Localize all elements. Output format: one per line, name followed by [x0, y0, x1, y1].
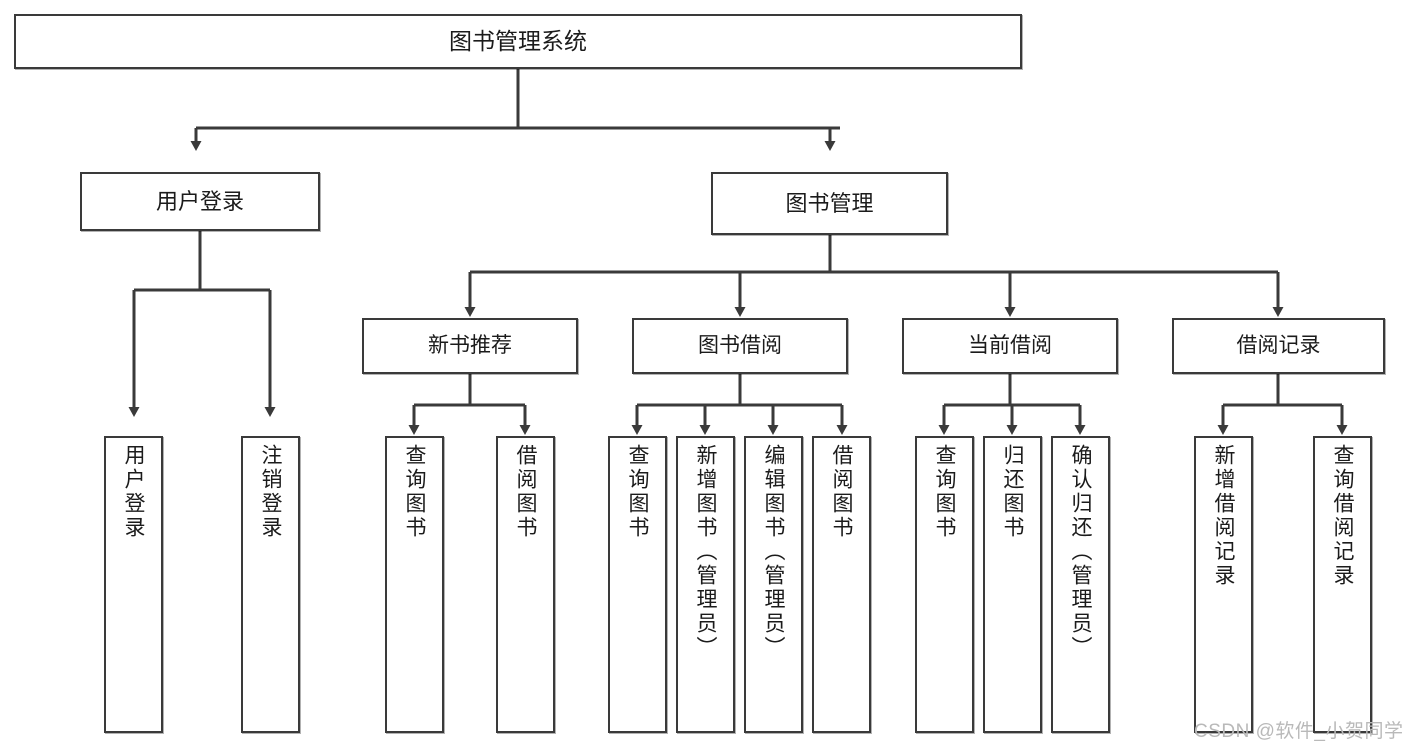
node-root-book-management-system[interactable]: 图书管理系统 [14, 14, 1022, 69]
node-label: 借阅图书 [514, 444, 537, 540]
node-leaf-add-book[interactable]: 新增图书（管理员） [676, 436, 735, 733]
node-label: 查询图书 [933, 444, 956, 540]
node-label: 新增借阅记录 [1212, 444, 1235, 588]
node-leaf-borrow-book-recommend[interactable]: 借阅图书 [496, 436, 555, 733]
node-label: 注销登录 [259, 444, 282, 540]
node-label: 借阅图书 [830, 444, 853, 540]
node-label: 查询借阅记录 [1331, 444, 1354, 588]
node-leaf-return-book[interactable]: 归还图书 [983, 436, 1042, 733]
node-label: 查询图书 [403, 444, 426, 540]
node-label: 用户登录 [122, 444, 145, 540]
node-label: 确认归还（管理员） [1069, 444, 1092, 660]
node-label: 图书管理 [785, 190, 874, 216]
node-leaf-user-login[interactable]: 用户登录 [104, 436, 163, 733]
node-label: 当前借阅 [968, 333, 1052, 357]
node-book-borrow[interactable]: 图书借阅 [632, 318, 848, 374]
node-leaf-borrow-book[interactable]: 借阅图书 [812, 436, 871, 733]
node-leaf-query-book-current[interactable]: 查询图书 [915, 436, 974, 733]
node-leaf-edit-book[interactable]: 编辑图书（管理员） [744, 436, 803, 733]
node-book-management[interactable]: 图书管理 [711, 172, 948, 235]
node-leaf-query-book-recommend[interactable]: 查询图书 [385, 436, 444, 733]
node-label: 查询图书 [626, 444, 649, 540]
node-label: 新增图书（管理员） [694, 444, 717, 660]
node-leaf-query-book-borrow[interactable]: 查询图书 [608, 436, 667, 733]
node-label: 编辑图书（管理员） [762, 444, 785, 660]
node-new-book-recommend[interactable]: 新书推荐 [362, 318, 578, 374]
node-label: 用户登录 [155, 188, 244, 214]
node-user-login[interactable]: 用户登录 [80, 172, 320, 231]
node-leaf-query-borrow-record[interactable]: 查询借阅记录 [1313, 436, 1372, 733]
node-leaf-user-logout[interactable]: 注销登录 [241, 436, 300, 733]
node-leaf-add-borrow-record[interactable]: 新增借阅记录 [1194, 436, 1253, 733]
node-label: 归还图书 [1001, 444, 1024, 540]
node-borrow-record[interactable]: 借阅记录 [1172, 318, 1385, 374]
node-label: 新书推荐 [428, 333, 512, 357]
node-label: 图书借阅 [698, 333, 782, 357]
csdn-watermark: CSDN @软件_小贺同学 [1194, 721, 1404, 742]
node-leaf-confirm-return[interactable]: 确认归还（管理员） [1051, 436, 1110, 733]
node-current-borrow[interactable]: 当前借阅 [902, 318, 1118, 374]
node-label: 借阅记录 [1236, 333, 1321, 357]
node-label: 图书管理系统 [449, 27, 587, 54]
